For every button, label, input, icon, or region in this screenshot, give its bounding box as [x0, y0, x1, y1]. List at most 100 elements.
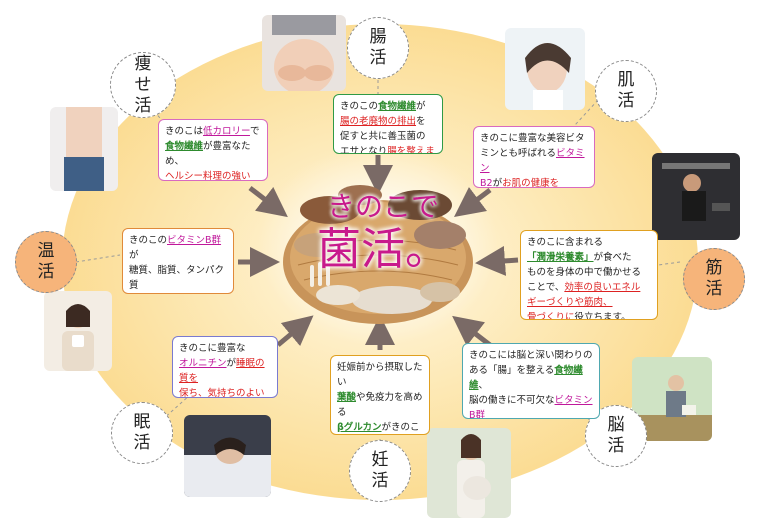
box-hada-line: ミンとも呼ばれるビタミン [480, 146, 588, 176]
box-text-segment: 腸を整えます [387, 146, 435, 154]
box-hada-line: きのこに豊富な美容ビタ [480, 131, 588, 146]
box-chou-line: きのこの食物繊維が [340, 99, 436, 114]
box-chou-line: 促すと共に善玉菌の [340, 129, 436, 144]
box-text-segment: きのこに含まれる [527, 237, 604, 248]
box-text-segment: 骨づくりに [527, 312, 575, 320]
box-text-segment: 睡眠の質を [179, 358, 265, 384]
box-nou-line: きのこには脳と深い関わりの [469, 348, 593, 363]
box-text-segment: が [226, 358, 237, 369]
box-nou-line: 脳の働きに不可欠なビタミンB群 [469, 393, 593, 418]
box-text-segment: が豊富なため、 [165, 141, 251, 167]
photo-muscle [652, 153, 740, 240]
box-hada-line: B2がお肌の健康を [480, 176, 588, 188]
box-kin-line: ギーづくりや筋肉、 [527, 295, 651, 310]
box-nin-line: 妊娠前から摂取したい [337, 360, 423, 390]
box-chou-line: エサとなり腸を整えます。 [340, 144, 436, 154]
box-text-segment: 食物繊維 [378, 101, 417, 112]
box-text-segment: きのこは [165, 126, 204, 137]
box-text-segment: きのこに豊富な [179, 343, 246, 354]
box-kin-line: ものを身体の中で働かせる [527, 265, 651, 280]
box-text-segment: がきのこには [381, 422, 420, 433]
box-kin-line: 骨づくりに役立ちます。 [527, 310, 651, 320]
box-text-segment: 糖質、脂質、タンパク質 [129, 265, 225, 291]
box-yase-line: 食物繊維が豊富なため、 [165, 139, 261, 169]
box-text-segment: 促すと共に善玉菌の [340, 131, 426, 142]
box-on-line: きのこのビタミンB群が [129, 233, 227, 263]
box-nin: 妊娠前から摂取したい葉酸や免疫力を高めるβグルカンがきのこには豊富で、妊活時に必… [330, 355, 430, 435]
box-yase-line: きのこは低カロリーで [165, 124, 261, 139]
box-text-segment: エサとなり [340, 146, 388, 154]
box-nou-line: ある「腸」を整える食物繊維、 [469, 363, 593, 393]
box-nou: きのこには脳と深い関わりのある「腸」を整える食物繊維、脳の働きに不可欠なビタミン… [462, 343, 600, 419]
circle-min: 眠活 [111, 402, 173, 464]
box-nin-line: 葉酸や免疫力を高める [337, 390, 423, 420]
box-text-segment: 食物繊維 [469, 365, 583, 391]
box-kin: きのこに含まれる「潤滑栄養素」が食べたものを身体の中で働かせることで、効率の良い… [520, 230, 658, 320]
box-kin-line: きのこに含まれる [527, 235, 651, 250]
box-chou: きのこの食物繊維が腸の老廃物の排出を促すと共に善玉菌のエサとなり腸を整えます。 [333, 94, 443, 154]
circle-hada: 肌活 [595, 60, 657, 122]
box-text-segment: きのこには脳と深い関わりの [469, 350, 593, 361]
box-yase-line: ヘルシー料理の強い [165, 169, 261, 181]
photo-sleep [184, 415, 271, 497]
box-chou-line: 腸の老廃物の排出を [340, 114, 436, 129]
box-nin-line: βグルカンがきのこには [337, 420, 423, 434]
photo-slim [50, 107, 118, 191]
box-text-segment: 効率の良いエネル [564, 282, 641, 293]
photo-warm [44, 291, 112, 371]
box-text-segment: 保ち、気持ちのよい目覚 [179, 388, 265, 398]
box-text-segment: 食物繊維 [165, 141, 204, 152]
box-kin-line: 「潤滑栄養素」が食べた [527, 250, 651, 265]
circle-nin: 妊活 [349, 440, 411, 502]
arrow-hada [454, 187, 492, 217]
box-on-line: の代謝を促し [129, 293, 227, 294]
box-text-segment: きのこの [129, 235, 168, 246]
mushroom-basket-illustration [283, 185, 473, 324]
box-text-segment: きのこに豊富な美容ビタ [480, 133, 585, 144]
box-min-line: オルニチンが睡眠の質を [179, 356, 271, 386]
arrow-kin [475, 245, 519, 276]
box-min-line: きのこに豊富な [179, 341, 271, 356]
box-text-segment: 「潤滑栄養素」 [527, 252, 594, 263]
box-text-segment: が食べた [593, 252, 632, 263]
box-kin-line: ことで、効率の良いエネル [527, 280, 651, 295]
title-line2: 菌活。 [317, 224, 449, 275]
title-line1: きのこで [326, 190, 439, 223]
arrow-min [276, 315, 314, 347]
box-text-segment: を [416, 116, 426, 127]
arrow-nou [452, 315, 492, 347]
box-text-segment: で [249, 126, 260, 137]
photo-skin [505, 28, 585, 110]
box-text-segment: 腸の老廃物の排出 [340, 116, 417, 127]
circle-yase: 痩せ活 [110, 52, 176, 118]
box-text-segment: ことで、 [527, 282, 565, 293]
box-text-segment: が [416, 101, 426, 112]
circle-on: 温活 [15, 231, 77, 293]
photo-abdomen [262, 15, 346, 91]
box-text-segment: 、 [478, 380, 489, 391]
center-title: きのこで 菌活。 [298, 190, 468, 276]
box-text-segment: ビタミン [480, 148, 585, 174]
box-text-segment: や免疫力を高める [337, 392, 423, 418]
box-text-segment: 妊娠前から摂取したい [337, 362, 423, 388]
box-text-segment: 低カロリー [203, 126, 250, 137]
box-text-segment: ビタミンB群 [167, 235, 222, 246]
box-text-segment: ヘルシー料理の強い [165, 171, 251, 181]
box-on-line: 糖質、脂質、タンパク質 [129, 263, 227, 293]
box-text-segment: ギーづくりや筋肉、 [527, 297, 613, 308]
box-text-segment: βグルカン [337, 422, 382, 433]
box-hada: きのこに豊富な美容ビタミンとも呼ばれるビタミンB2がお肌の健康をサポート。 [473, 126, 595, 188]
circle-kin: 筋活 [683, 248, 745, 310]
box-text-segment: きのこの [340, 101, 379, 112]
box-text-segment: が [129, 250, 139, 261]
box-text-segment: 役立ちます。 [574, 312, 631, 320]
box-text-segment: B2 [480, 178, 493, 188]
photo-pregnancy [427, 428, 511, 518]
box-min-line: 保ち、気持ちのよい目覚 [179, 386, 271, 398]
box-text-segment: オルニチン [179, 358, 227, 369]
box-text-segment: が [492, 178, 503, 188]
box-text-segment: ミンとも呼ばれる [480, 148, 557, 159]
